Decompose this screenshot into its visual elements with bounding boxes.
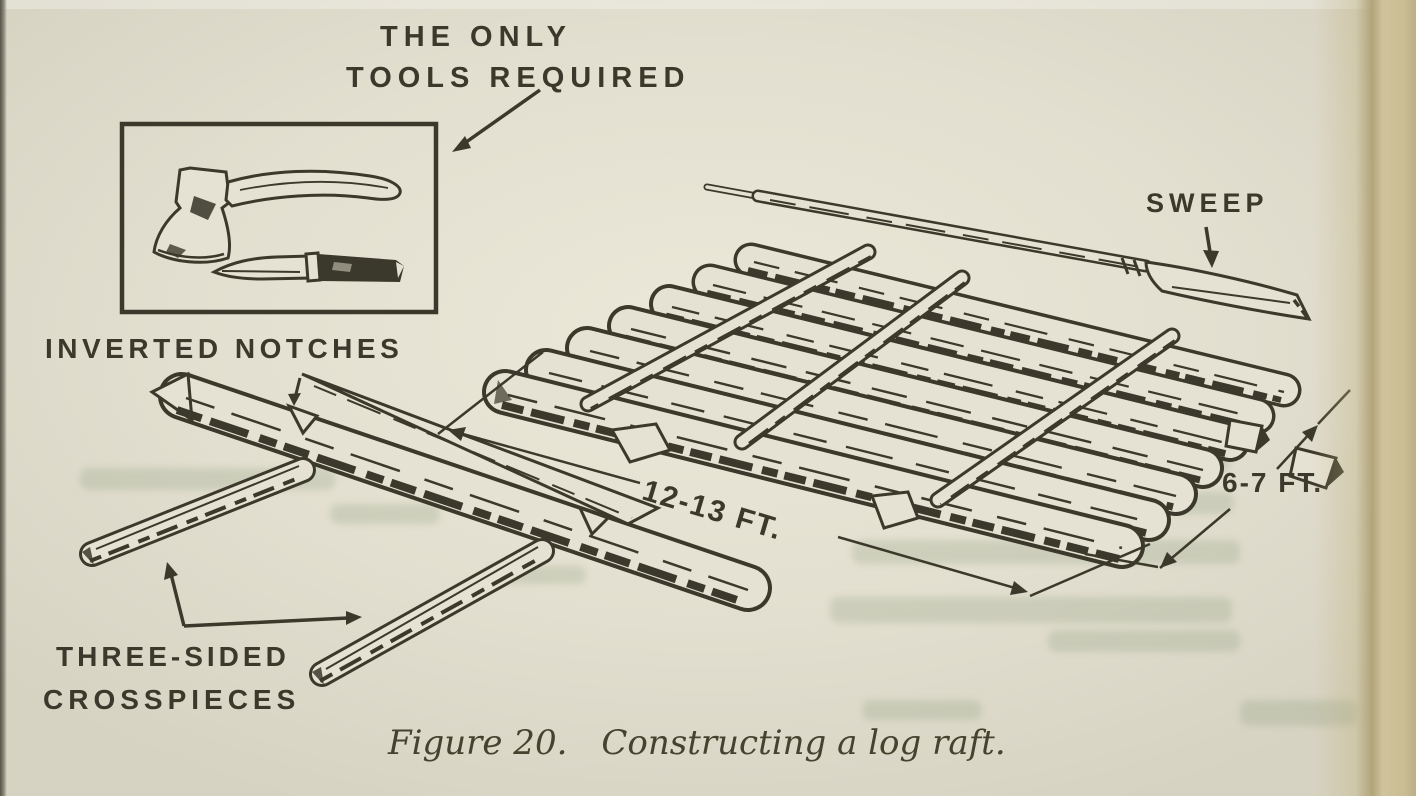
raft-crosspiece <box>733 269 971 451</box>
tools-label-line2: TOOLS REQUIRED <box>346 62 691 94</box>
inverted-notch-cut <box>577 505 611 537</box>
sweep-pointer-arrow <box>1203 226 1219 268</box>
raft-log <box>482 369 1145 569</box>
notched-log-detail <box>149 371 772 612</box>
sweep-oar <box>703 183 1312 321</box>
sweep-label: SWEEP <box>1146 188 1269 218</box>
log-raft <box>482 242 1344 569</box>
page-left-edge-shadow <box>0 0 7 796</box>
length-dimension-lines <box>437 351 1151 598</box>
raft-crosspiece <box>579 243 877 413</box>
three-sided-label-line2: CROSSPIECES <box>43 684 301 715</box>
wedge-tip <box>1224 418 1270 454</box>
raft-log <box>691 263 1276 435</box>
page-edge-shading <box>1312 0 1416 796</box>
hatchet-drawing <box>152 166 402 264</box>
bleed-through-line <box>1048 630 1240 652</box>
width-dimension-label: 6-7 FT. <box>1222 467 1324 498</box>
bleed-through-line <box>862 700 982 720</box>
tools-pointer-arrow <box>452 88 542 152</box>
notch-wedge-sliver <box>288 372 662 526</box>
tools-box <box>119 121 439 315</box>
sheath-knife-drawing <box>210 251 404 283</box>
figure-number: Figure 20. <box>388 723 568 763</box>
raft-log <box>733 242 1302 408</box>
three-sided-label-line1: THREE-SIDED <box>56 641 290 672</box>
wedge-tip <box>609 422 673 464</box>
tools-label-line1: THE ONLY <box>380 21 572 53</box>
figure-caption: Figure 20. Constructing a log raft. <box>388 723 1006 763</box>
figure-title: Constructing a log raft. <box>601 723 1006 763</box>
page-top-highlight <box>0 0 1416 9</box>
crosspiece-pointer-arrows <box>164 562 362 628</box>
bleed-through-line <box>330 504 440 524</box>
bleed-through-line <box>830 597 1232 623</box>
crosspiece-stick-right <box>309 538 555 687</box>
inverted-notch-cut <box>285 403 320 436</box>
wedge-tip <box>869 490 920 530</box>
raft-crosspiece <box>929 327 1181 509</box>
inverted-notches-label: INVERTED NOTCHES <box>45 333 404 364</box>
crosspiece-stick-left <box>79 457 316 567</box>
